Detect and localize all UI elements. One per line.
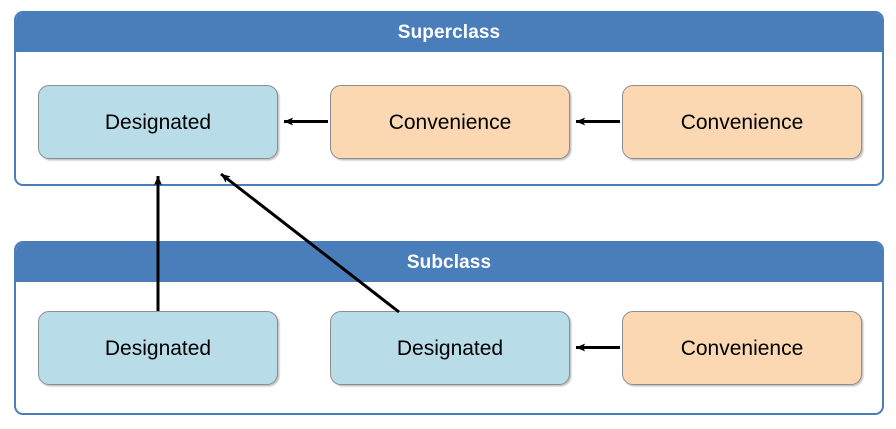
superclass-header: Superclass [16,13,882,52]
subclass-designated-label-1: Designated [104,336,212,360]
subclass-designated-label-2: Designated [396,336,504,360]
superclass-designated-label: Designated [104,110,212,134]
superclass-convenience-box-1[interactable]: Convenience [330,85,570,159]
subclass-convenience-label: Convenience [680,336,804,360]
superclass-header-title: Superclass [397,22,501,43]
subclass-convenience-box[interactable]: Convenience [622,311,862,385]
subclass-designated-box-2[interactable]: Designated [330,311,570,385]
subclass-header: Subclass [16,243,882,282]
superclass-convenience-box-2[interactable]: Convenience [622,85,862,159]
superclass-convenience-label-2: Convenience [680,110,804,134]
superclass-designated-box[interactable]: Designated [38,85,278,159]
subclass-header-title: Subclass [406,252,492,273]
subclass-designated-box-1[interactable]: Designated [38,311,278,385]
superclass-convenience-label-1: Convenience [388,110,512,134]
